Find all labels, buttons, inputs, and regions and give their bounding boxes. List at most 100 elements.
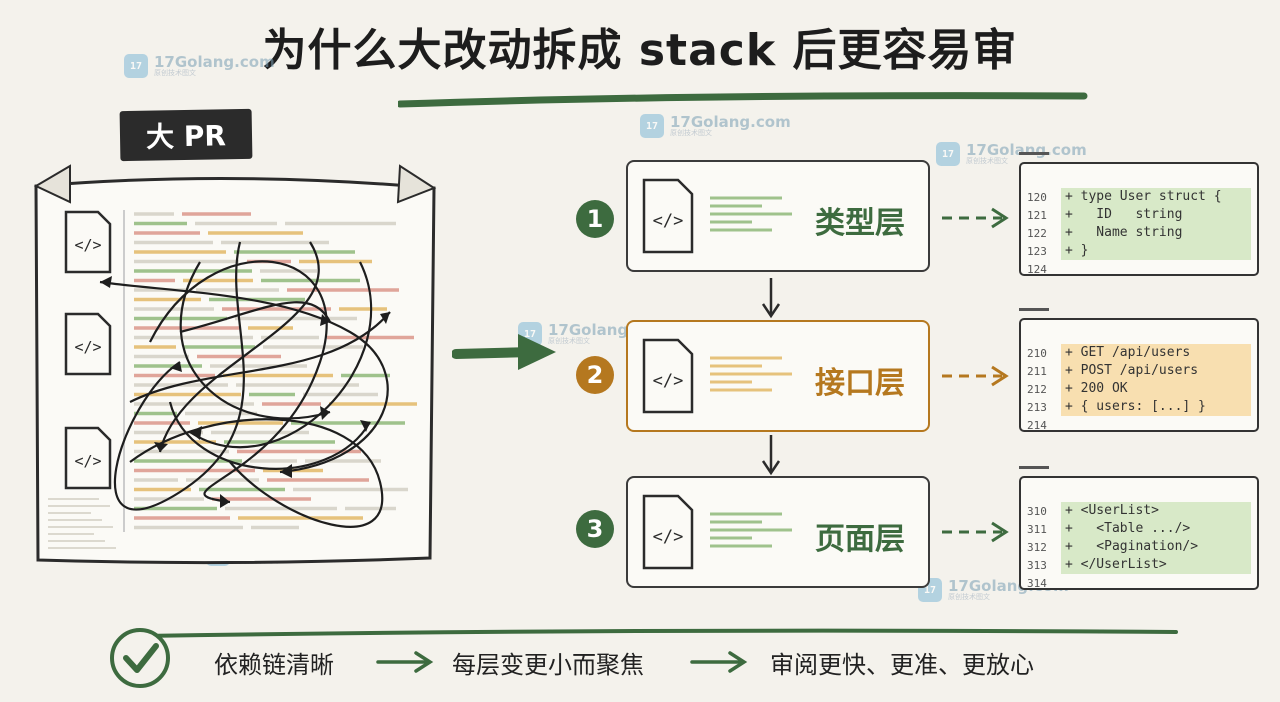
svg-text:</>: </> xyxy=(74,338,101,356)
bottom-step-3: 审阅更快、更准、更放心 xyxy=(770,651,1034,679)
layer-number-badge: 2 xyxy=(576,356,614,394)
layer-box: </> 类型层 xyxy=(626,160,930,272)
line-number: 314 xyxy=(1027,576,1047,590)
code-line: 212 + 200 OK xyxy=(1027,380,1251,398)
watermark-logo-icon: 17 xyxy=(124,54,148,78)
code-text xyxy=(1061,574,1251,592)
down-arrow-icon xyxy=(761,278,781,319)
code-line: 120+ type User struct { xyxy=(1027,188,1251,206)
file-code-icon: </> xyxy=(64,426,112,490)
line-number: 213 xyxy=(1027,400,1047,414)
code-text: + POST /api/users xyxy=(1061,362,1251,380)
big-pr-illustration: </> </> </> xyxy=(33,164,437,565)
svg-text:</>: </> xyxy=(74,452,101,470)
line-number: 210 xyxy=(1027,346,1047,360)
watermark-text: 17Golang.com xyxy=(670,113,791,131)
big-pr-label: 大 PR xyxy=(119,108,253,162)
file-code-icon: </> xyxy=(642,494,792,570)
layer-number-badge: 3 xyxy=(576,510,614,548)
code-text: + } xyxy=(1061,242,1251,260)
layer-name: 类型层 xyxy=(815,206,905,241)
code-text xyxy=(1061,260,1251,278)
right-arrow-icon xyxy=(376,651,434,673)
svg-text:</>: </> xyxy=(653,527,684,547)
code-line: 123 + } xyxy=(1027,242,1251,260)
watermark-text: 17Golang.com xyxy=(154,53,275,71)
bottom-step-2: 每层变更小而聚焦 xyxy=(452,651,644,679)
file-code-icon: </> xyxy=(642,338,792,414)
file-code-icon: </> xyxy=(642,178,792,254)
code-text xyxy=(1061,416,1251,434)
page-title: 为什么大改动拆成 stack 后更容易审 xyxy=(262,25,1018,76)
code-line: 313+ </UserList> xyxy=(1027,556,1251,574)
code-line: 122 + Name string xyxy=(1027,224,1251,242)
watermark-text: 17Golang.com xyxy=(966,141,1087,159)
layer-name: 页面层 xyxy=(815,522,905,557)
file-code-icon: </> xyxy=(64,312,112,376)
line-number: 212 xyxy=(1027,382,1047,396)
down-arrow-icon xyxy=(761,435,781,476)
code-text: + 200 OK xyxy=(1061,380,1251,398)
code-panel-tab xyxy=(1019,308,1049,311)
code-text: + { users: [...] } xyxy=(1061,398,1251,416)
watermark-logo-icon: 17 xyxy=(936,142,960,166)
line-number: 124 xyxy=(1027,262,1047,276)
code-line: 121+ ID string xyxy=(1027,206,1251,224)
code-text: + <UserList> xyxy=(1061,502,1251,520)
code-line: 124 xyxy=(1027,260,1251,278)
code-text: + Name string xyxy=(1061,224,1251,242)
dashed-arrow-icon xyxy=(942,521,1009,543)
code-text: + ID string xyxy=(1061,206,1251,224)
big-right-arrow-icon xyxy=(452,334,556,370)
layer-box: </> 接口层 xyxy=(626,320,930,432)
tangled-dependency-arrows xyxy=(99,241,391,528)
line-number: 211 xyxy=(1027,364,1047,378)
svg-text:</>: </> xyxy=(74,236,101,254)
code-line: 210 + GET /api/users xyxy=(1027,344,1251,362)
watermark-subtext: 原创技术图文 xyxy=(670,129,712,137)
watermark-subtext: 原创技术图文 xyxy=(154,69,196,77)
svg-text:</>: </> xyxy=(653,371,684,391)
code-text: + <Pagination/> xyxy=(1061,538,1251,556)
code-panel-tab xyxy=(1019,152,1049,155)
title-underline xyxy=(398,92,1088,108)
watermark-logo-icon: 17 xyxy=(640,114,664,138)
layer-box: </> 页面层 xyxy=(626,476,930,588)
arrowheads xyxy=(100,276,390,508)
line-number: 122 xyxy=(1027,226,1047,240)
dashed-arrow-icon xyxy=(942,207,1009,229)
line-number: 312 xyxy=(1027,540,1047,554)
layer-number-badge: 1 xyxy=(576,200,614,238)
code-line: 213 + { users: [...] } xyxy=(1027,398,1251,416)
line-number: 310 xyxy=(1027,504,1047,518)
code-text: + <Table .../> xyxy=(1061,520,1251,538)
watermark-subtext: 原创技术图文 xyxy=(548,337,590,345)
layer-name: 接口层 xyxy=(815,366,905,401)
code-line: 314 xyxy=(1027,574,1251,592)
code-panel: 310 + <UserList> 311 + <Table .../> 312 + <Pa… xyxy=(1019,466,1259,592)
dashed-arrow-icon xyxy=(942,365,1009,387)
code-line: 214 xyxy=(1027,416,1251,434)
line-number: 120 xyxy=(1027,190,1047,204)
code-line: 312 + <Pagination/> xyxy=(1027,538,1251,556)
check-circle-icon xyxy=(110,628,170,688)
watermark-subtext: 原创技术图文 xyxy=(966,157,1008,165)
svg-text:</>: </> xyxy=(653,211,684,231)
bottom-step-1: 依赖链清晰 xyxy=(214,651,334,679)
code-text: + </UserList> xyxy=(1061,556,1251,574)
code-text: + GET /api/users xyxy=(1061,344,1251,362)
code-line: 310 + <UserList> xyxy=(1027,502,1251,520)
line-number: 311 xyxy=(1027,522,1047,536)
code-line: 311 + <Table .../> xyxy=(1027,520,1251,538)
file-code-icon: </> xyxy=(64,210,112,274)
right-arrow-icon xyxy=(690,651,748,673)
code-panel-tab xyxy=(1019,466,1049,469)
watermark-subtext: 原创技术图文 xyxy=(948,593,990,601)
line-number: 214 xyxy=(1027,418,1047,432)
line-number: 123 xyxy=(1027,244,1047,258)
